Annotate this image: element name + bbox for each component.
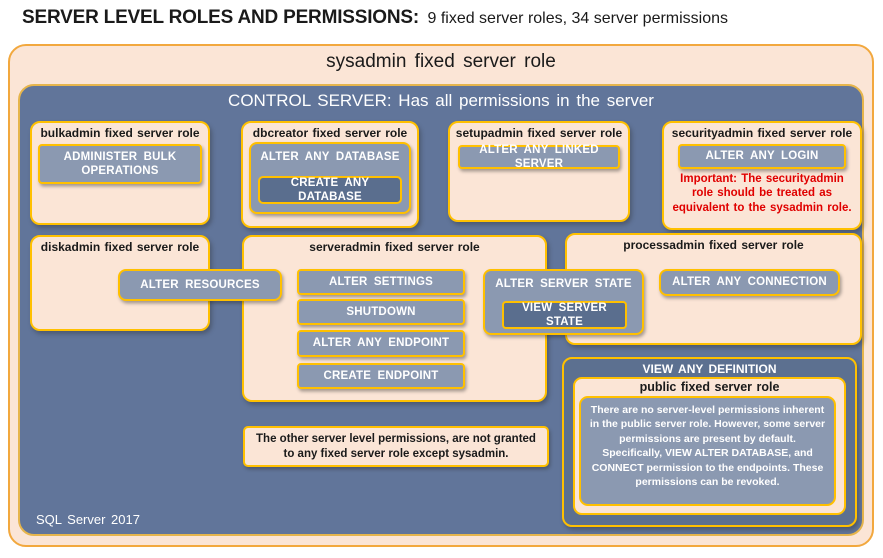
processadmin-role-title: processadmin fixed server role — [623, 238, 804, 252]
dbcreator-role-box: dbcreator fixed server role ALTER ANY DA… — [241, 121, 419, 228]
serveradmin-role-title: serveradmin fixed server role — [309, 240, 480, 254]
permission-create-any-database: CREATE ANY DATABASE — [258, 176, 402, 204]
diskadmin-role-title: diskadmin fixed server role — [40, 240, 200, 254]
view-any-definition-box: VIEW ANY DEFINITION public fixed server … — [562, 357, 857, 527]
permission-shutdown: SHUTDOWN — [297, 299, 465, 325]
permission-alter-any-database-label: ALTER ANY DATABASE — [260, 151, 400, 163]
page-title-sub: 9 fixed server roles, 34 server permissi… — [427, 10, 729, 27]
permission-alter-resources: ALTER RESOURCES — [118, 269, 282, 301]
public-role-description: There are no server-level permissions in… — [579, 396, 836, 506]
control-server-box: CONTROL SERVER: Has all permissions in t… — [18, 84, 864, 536]
permission-alter-any-linked-server: ALTER ANY LINKED SERVER — [458, 144, 620, 170]
public-role-title: public fixed server role — [639, 380, 780, 394]
permission-alter-settings: ALTER SETTINGS — [297, 269, 465, 295]
control-server-label: CONTROL SERVER: Has all permissions in t… — [228, 91, 654, 110]
securityadmin-role-box: securityadmin fixed server role ALTER AN… — [662, 121, 862, 230]
sysadmin-role-box: sysadmin fixed server role CONTROL SERVE… — [8, 44, 874, 547]
bulkadmin-role-title: bulkadmin fixed server role — [40, 126, 200, 140]
securityadmin-warning-text: Important: The securityadmin role should… — [672, 173, 852, 214]
public-role-box: public fixed server role There are no se… — [573, 377, 846, 515]
permission-view-any-definition: VIEW ANY DEFINITION — [642, 362, 777, 376]
permission-alter-any-login: ALTER ANY LOGIN — [678, 144, 846, 169]
permission-alter-server-state: ALTER SERVER STATE VIEW SERVER STATE — [483, 269, 644, 335]
securityadmin-role-title: securityadmin fixed server role — [671, 126, 853, 140]
permission-create-endpoint: CREATE ENDPOINT — [297, 363, 465, 389]
page-title-main: SERVER LEVEL ROLES AND PERMISSIONS: — [22, 7, 420, 28]
setupadmin-role-box: setupadmin fixed server role ALTER ANY L… — [448, 121, 630, 222]
permission-alter-any-connection: ALTER ANY CONNECTION — [659, 269, 840, 296]
dbcreator-role-title: dbcreator fixed server role — [252, 126, 408, 140]
permission-alter-any-endpoint: ALTER ANY ENDPOINT — [297, 330, 465, 357]
permission-alter-server-state-label: ALTER SERVER STATE — [495, 278, 632, 290]
other-permissions-note: The other server level permissions, are … — [243, 426, 549, 467]
permission-administer-bulk-operations: ADMINISTER BULK OPERATIONS — [38, 144, 202, 184]
permission-view-server-state: VIEW SERVER STATE — [502, 301, 627, 329]
permission-alter-any-database: ALTER ANY DATABASE CREATE ANY DATABASE — [249, 142, 411, 214]
sysadmin-role-label: sysadmin fixed server role — [326, 51, 556, 72]
setupadmin-role-title: setupadmin fixed server role — [455, 126, 623, 140]
sql-server-version-label: SQL Server 2017 — [36, 512, 140, 527]
page-title: SERVER LEVEL ROLES AND PERMISSIONS: 9 fi… — [22, 7, 728, 29]
bulkadmin-role-box: bulkadmin fixed server role ADMINISTER B… — [30, 121, 210, 225]
